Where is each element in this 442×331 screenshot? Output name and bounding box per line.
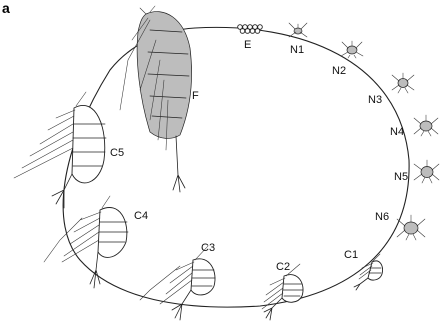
- stage-label-n6: N6: [375, 211, 389, 223]
- stage-label-n5: N5: [394, 171, 408, 183]
- stage-label-c5: C5: [110, 147, 124, 159]
- stage-label-c3: C3: [201, 242, 215, 254]
- nauplius-n5-drawing: [414, 160, 439, 183]
- life-cycle-ring: [63, 27, 409, 307]
- stage-label-n2: N2: [332, 65, 346, 77]
- adult-female-drawing: [120, 6, 192, 192]
- stage-label-c1: C1: [344, 249, 358, 261]
- nauplius-n2-drawing: [341, 41, 363, 58]
- stage-label-c4: C4: [134, 210, 148, 222]
- stage-label-n3: N3: [368, 94, 382, 106]
- stage-label-e: E: [244, 39, 251, 51]
- stage-label-n1: N1: [290, 44, 304, 56]
- panel-label: a: [2, 0, 10, 16]
- copepodite-c4-drawing: [44, 196, 128, 288]
- stage-label-c2: C2: [276, 261, 290, 273]
- stage-label-n4: N4: [390, 126, 404, 138]
- egg-cluster-drawing: [238, 25, 263, 34]
- copepodite-c5-drawing: [14, 92, 106, 208]
- copepodite-c3-drawing: [140, 246, 215, 320]
- nauplius-n6-drawing: [397, 215, 425, 240]
- stage-label-f: F: [192, 90, 199, 102]
- nauplius-n3-drawing: [392, 73, 414, 93]
- nauplius-n1-drawing: [289, 23, 307, 37]
- nauplius-n4-drawing: [414, 115, 438, 136]
